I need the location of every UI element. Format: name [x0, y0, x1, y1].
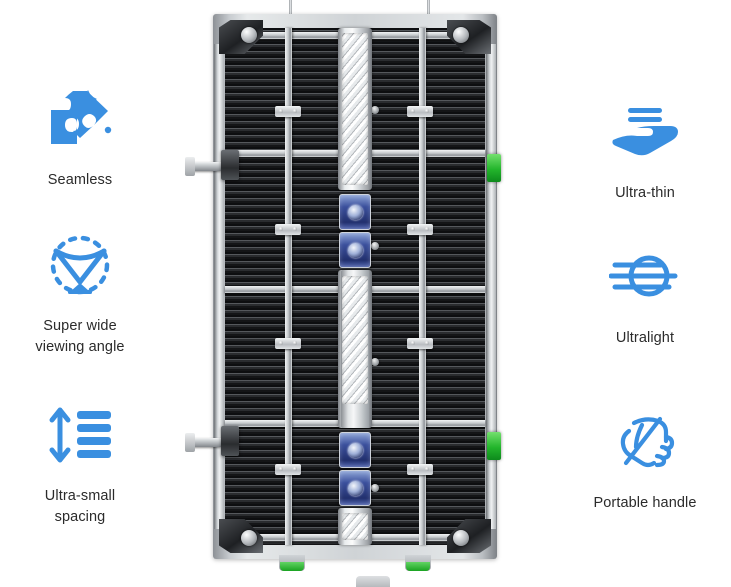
feature-item-portable-handle[interactable]: Portable handle — [560, 405, 730, 514]
module-latch[interactable] — [275, 224, 301, 235]
puzzle-piece-icon — [43, 82, 117, 156]
cabinet-foot-right — [405, 555, 431, 571]
feature-column-left: Seamless Super wide viewing angle — [0, 0, 165, 587]
module-screw — [371, 242, 379, 250]
module-latch[interactable] — [407, 224, 433, 235]
latch-knob — [241, 530, 257, 546]
side-latch-block-upper — [221, 150, 239, 180]
module-latch[interactable] — [275, 464, 301, 475]
hand-grip-handle-icon — [608, 405, 682, 479]
module-screw — [371, 358, 379, 366]
handle-lower[interactable] — [338, 508, 372, 545]
cabinet-module-area — [225, 28, 485, 545]
module-latch[interactable] — [407, 338, 433, 349]
handle-grip-texture — [342, 513, 368, 540]
module-latch[interactable] — [275, 106, 301, 117]
data-connector-bottom[interactable] — [339, 470, 371, 506]
feature-label: Ultralight — [615, 330, 675, 346]
power-connector-top[interactable] — [339, 194, 371, 230]
cabinet-frame — [185, 14, 501, 571]
latch-knob — [453, 27, 469, 43]
side-latch-block-lower — [221, 426, 239, 456]
feature-item-viewing-angle[interactable]: Super wide viewing angle — [0, 228, 165, 358]
module-screw — [371, 484, 379, 492]
cabinet-foot-left — [279, 555, 305, 571]
module-latch[interactable] — [407, 464, 433, 475]
frame-rail-vertical — [419, 28, 426, 545]
hand-thin-panel-icon — [608, 95, 682, 169]
side-lock-tab-lower[interactable] — [487, 432, 501, 460]
module-latch[interactable] — [407, 106, 433, 117]
feature-item-ultra-thin[interactable]: Ultra-thin — [560, 95, 730, 204]
frame-edge-left — [214, 44, 224, 529]
led-cabinet-product-image — [185, 0, 505, 577]
feature-item-seamless[interactable]: Seamless — [0, 82, 165, 191]
detached-accessory-part — [356, 576, 390, 587]
feature-item-ultralight[interactable]: Ultralight — [560, 240, 730, 349]
lightweight-speed-icon — [608, 240, 682, 314]
feature-label: Ultra-small spacing — [44, 488, 116, 526]
side-lock-tab-upper[interactable] — [487, 154, 501, 182]
feature-label: Seamless — [47, 172, 113, 188]
side-latch-arm-lower[interactable] — [185, 433, 221, 452]
side-latch-arm-upper[interactable] — [185, 157, 221, 176]
handle-grip-texture — [342, 33, 368, 185]
handle-middle[interactable] — [338, 270, 372, 428]
power-connector-bottom[interactable] — [339, 432, 371, 468]
feature-label: Ultra-thin — [615, 185, 675, 201]
viewing-angle-icon — [43, 228, 117, 302]
module-latch[interactable] — [275, 338, 301, 349]
handle-grip-texture — [342, 276, 368, 404]
foot-pad — [280, 562, 304, 571]
foot-pad — [406, 562, 430, 571]
handle-upper[interactable] — [338, 28, 372, 190]
feature-label: Portable handle — [593, 495, 697, 511]
latch-knob — [241, 27, 257, 43]
feature-column-right: Ultra-thin Ultralight — [560, 0, 730, 587]
frame-edge-right — [486, 44, 496, 529]
feature-item-ultra-small-spacing[interactable]: Ultra-small spacing — [0, 398, 165, 528]
frame-rail-vertical — [285, 28, 292, 545]
latch-knob — [453, 530, 469, 546]
module-screw — [371, 106, 379, 114]
pixel-spacing-icon — [43, 398, 117, 472]
data-connector-top[interactable] — [339, 232, 371, 268]
feature-label: Super wide viewing angle — [35, 318, 125, 356]
